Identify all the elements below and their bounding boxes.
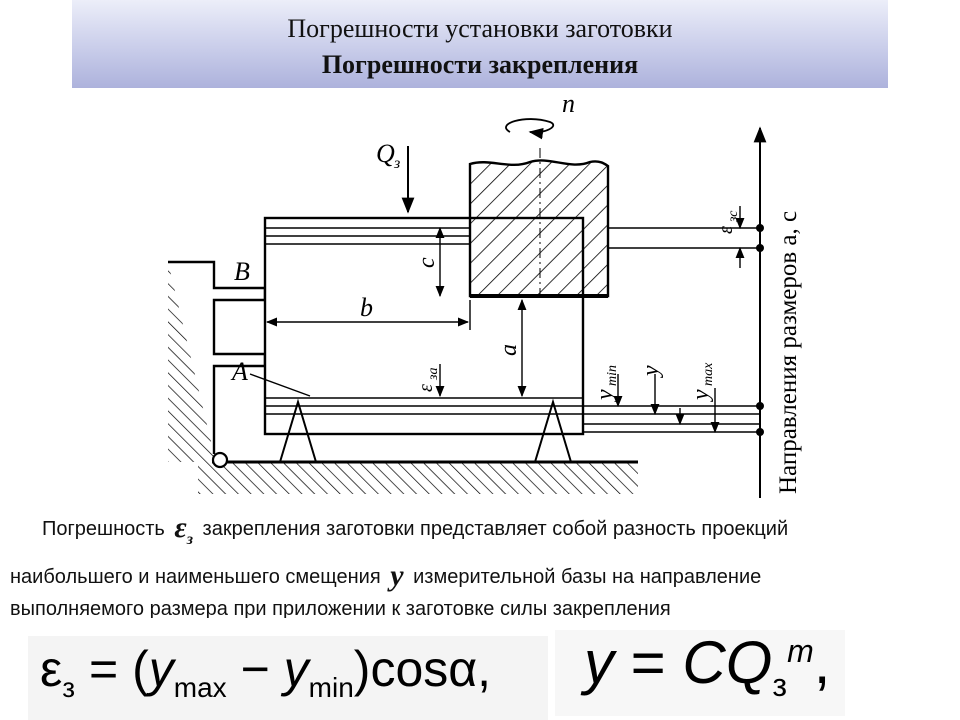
page-subtitle: Погрешности закрепления: [321, 50, 639, 79]
leader-a: [249, 373, 311, 397]
title-banner: Погрешности установки заготовки Погрешно…: [72, 0, 888, 88]
label-a-upper: A: [230, 357, 248, 386]
description-line-3: выполняемого размера при приложении к за…: [10, 598, 671, 618]
label-q-sub: з: [393, 155, 400, 172]
label-ymin: y: [592, 389, 618, 402]
formula-displacement: y = CQзm,: [584, 629, 831, 703]
label-y: y: [638, 365, 664, 378]
formula-error: εз = (ymax − ymin)cosα,: [40, 641, 492, 703]
description-line-1: Погрешность εз закрепления заготовки пре…: [42, 511, 789, 549]
page-title: Погрешности установки заготовки: [287, 14, 673, 43]
label-ymin-sub: min: [605, 365, 620, 386]
fixture-base: [168, 260, 638, 494]
formula-background-1: [28, 636, 548, 720]
label-ymax: y: [688, 389, 714, 402]
clamping-diagram: n Q з B A b c a ε за ε зс y min y y max …: [168, 88, 808, 498]
label-b-upper: B: [234, 257, 250, 286]
label-c: c: [414, 257, 440, 268]
label-ymax-sub: max: [701, 362, 716, 386]
axis-label: Направления размеров a, c: [775, 211, 802, 494]
label-b: b: [360, 293, 373, 322]
dimension-lines: [265, 206, 760, 434]
y-symbol: y: [390, 559, 404, 592]
label-q: Q: [376, 139, 395, 168]
formula-background-2: [555, 630, 845, 716]
cutter: [468, 118, 610, 298]
label-n: n: [562, 89, 575, 118]
supports: [279, 398, 572, 463]
label-a: a: [496, 344, 522, 356]
label-eps-top: ε: [715, 226, 737, 234]
label-eps-bottom-sub: за: [426, 368, 441, 381]
label-eps-top-sub: зс: [726, 210, 741, 223]
epsilon-symbol: εз: [174, 511, 193, 549]
label-eps-bottom: ε: [415, 384, 437, 392]
dimension-axis: [753, 126, 767, 498]
description-line-2: наибольшего и наименьшего смещения y изм…: [10, 559, 762, 592]
